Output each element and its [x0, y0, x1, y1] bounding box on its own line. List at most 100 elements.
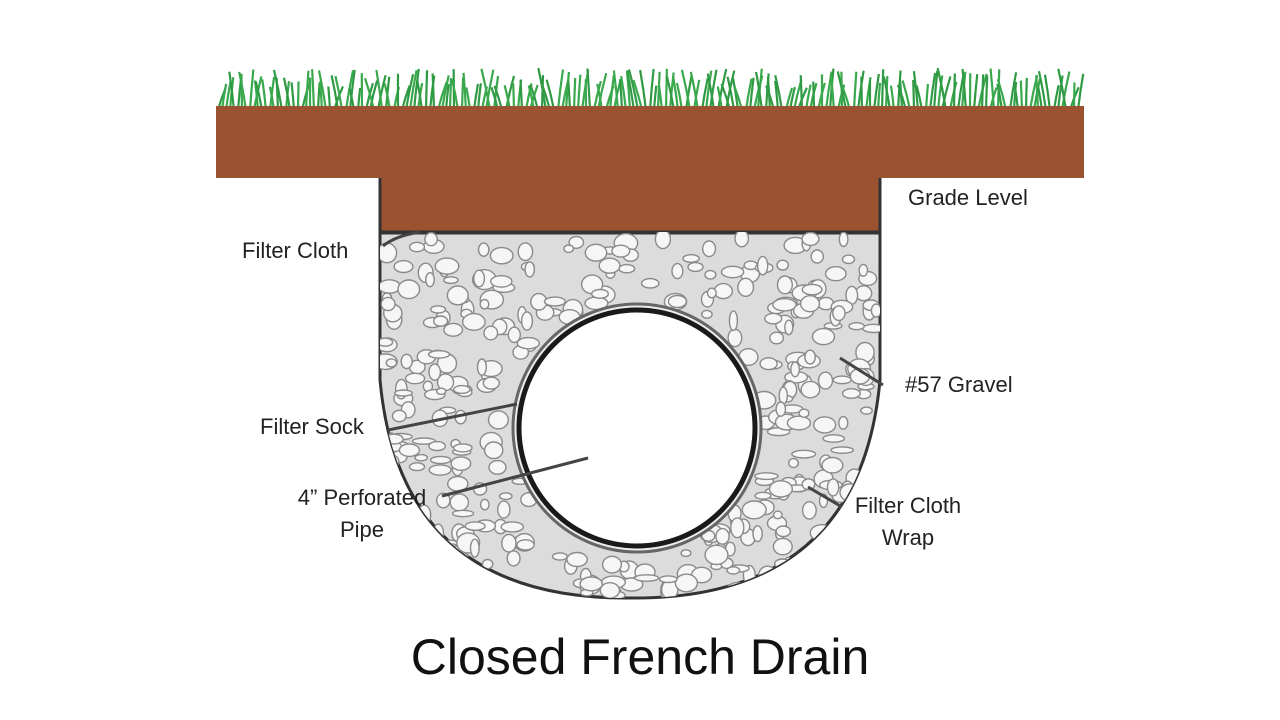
- gravel-stone: [380, 242, 398, 264]
- gravel-stone: [424, 232, 438, 247]
- gravel-stone: [452, 443, 473, 453]
- gravel-stone: [798, 408, 810, 419]
- gravel-stone: [817, 371, 834, 390]
- gravel-stone: [791, 449, 817, 459]
- gravel-stone: [821, 456, 844, 474]
- grass-blade: [912, 79, 916, 111]
- grass-blade: [316, 82, 321, 111]
- diagram-title: Closed French Drain: [410, 629, 870, 685]
- gravel-stone: [464, 521, 486, 531]
- gravel-stone: [584, 243, 608, 262]
- grass-blade: [1076, 73, 1085, 111]
- gravel-stone: [483, 441, 504, 460]
- gravel-stone: [785, 563, 798, 582]
- gravel-stone: [658, 575, 678, 584]
- gravel-stone: [591, 288, 610, 300]
- grass-blade: [799, 75, 804, 111]
- gravel-stone: [393, 260, 414, 274]
- gravel-stone: [754, 472, 779, 481]
- gravel-stone: [775, 401, 787, 417]
- gravel-stone: [726, 566, 741, 575]
- gravel-stone: [769, 331, 785, 345]
- gravel-stone: [768, 480, 793, 498]
- grass-blade: [984, 75, 989, 111]
- gravel-stone: [784, 567, 804, 584]
- grass-blade: [1019, 80, 1024, 111]
- gravel-stone: [838, 232, 849, 248]
- gravel-stone: [487, 410, 509, 430]
- gravel-stone: [563, 244, 575, 254]
- gravel-stone: [429, 455, 452, 465]
- leader-lines: [382, 230, 884, 509]
- grass-layer: [216, 67, 1085, 111]
- gravel-stone: [713, 282, 733, 300]
- gravel-stone: [568, 235, 585, 250]
- gravel-stone: [473, 269, 486, 288]
- grass-blade: [261, 79, 268, 111]
- gravel-stone: [772, 510, 783, 520]
- gravel-stone: [397, 279, 421, 300]
- gravel-stone: [507, 326, 521, 344]
- gravel-stone: [435, 492, 451, 509]
- gravel-stone: [543, 296, 566, 307]
- gravel-stone: [841, 254, 856, 265]
- grass-blade: [972, 74, 979, 111]
- gravel-stone: [752, 525, 763, 543]
- gravel-stone: [775, 525, 792, 538]
- gravel-stone: [634, 574, 660, 582]
- gravel-stone: [425, 272, 436, 288]
- gravel-stone: [822, 573, 836, 593]
- gravel-stone: [488, 459, 507, 475]
- gravel-stone: [402, 553, 426, 569]
- gravel-stone: [715, 527, 730, 545]
- gravel-stone: [801, 283, 823, 296]
- gravel-stone: [687, 261, 704, 273]
- gravel-stone: [449, 493, 470, 512]
- gravel-stone: [434, 257, 460, 275]
- gravel-stone: [449, 575, 461, 595]
- grass-blade: [812, 81, 816, 111]
- gravel-stone: [516, 336, 540, 350]
- gravel-stone: [772, 537, 793, 556]
- gravel-stone: [414, 453, 429, 462]
- gravel-stone: [579, 576, 604, 592]
- grass-blade: [424, 70, 429, 111]
- gravel-stone: [428, 464, 452, 476]
- grass-blade: [519, 79, 524, 111]
- soil-backfill: [380, 176, 880, 234]
- grass-blade: [512, 83, 516, 111]
- grass-blade: [567, 80, 572, 111]
- grass-blade: [648, 68, 655, 111]
- grass-blade: [572, 78, 577, 111]
- gravel-stone: [640, 277, 660, 289]
- gravel-stone: [757, 255, 769, 276]
- perforated-pipe-label: 4” Perforated Pipe: [282, 482, 442, 546]
- gravel-stone: [482, 376, 500, 390]
- gravel-stone: [464, 579, 488, 595]
- grass-blade: [304, 70, 310, 111]
- grass-blade: [876, 82, 882, 111]
- gravel-stone: [725, 581, 751, 599]
- gravel-stone: [801, 478, 816, 491]
- gravel-stone: [469, 538, 480, 558]
- gravel-stone: [599, 582, 621, 599]
- gravel-stone: [870, 303, 880, 318]
- gravel-stone: [674, 573, 699, 593]
- gravel-stone: [442, 579, 453, 594]
- gravel-stone: [799, 295, 821, 313]
- gravel-stone: [848, 322, 865, 331]
- gravel-stone: [452, 384, 471, 395]
- gravel-stone: [496, 500, 511, 519]
- gravel-stone: [734, 232, 750, 248]
- gravel-stone: [483, 325, 499, 341]
- gravel-stone: [764, 312, 783, 325]
- gravel-stone: [481, 573, 505, 594]
- gravel-stone: [741, 500, 767, 520]
- gravel-stone: [667, 294, 688, 309]
- gravel-stone: [824, 266, 847, 282]
- gravel-stone: [517, 242, 534, 262]
- grass-blade: [311, 69, 316, 111]
- grass-blade: [586, 68, 592, 111]
- gravel-stone: [800, 380, 821, 399]
- gravel-stone: [831, 559, 842, 578]
